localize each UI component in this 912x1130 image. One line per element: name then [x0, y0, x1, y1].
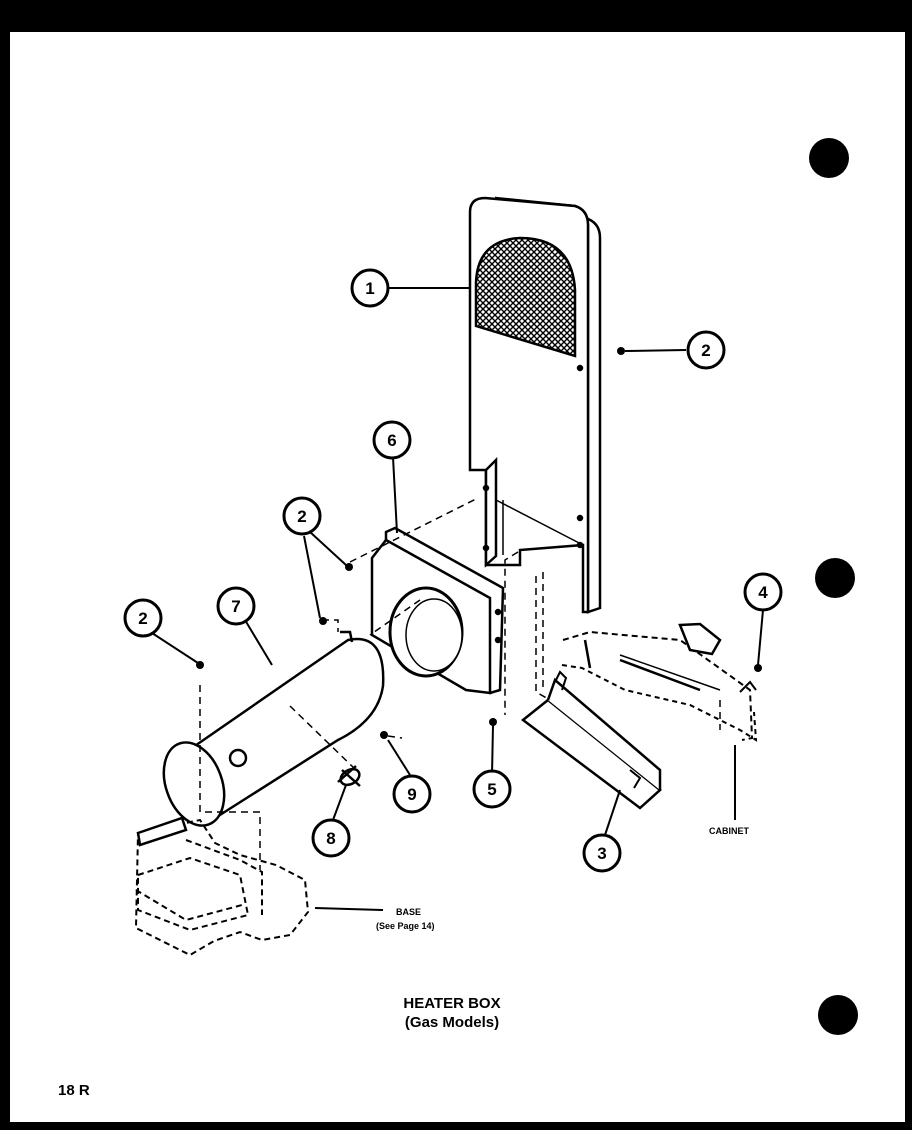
svg-text:2: 2 — [297, 507, 306, 526]
diagram-title: HEATER BOX — [403, 995, 500, 1012]
base-outline — [134, 818, 310, 957]
lower-baffle — [520, 670, 662, 810]
callout-5: 5 — [472, 769, 512, 809]
burner-housing — [370, 526, 505, 695]
svg-text:5: 5 — [487, 780, 496, 799]
callout-4: 4 — [743, 572, 783, 612]
svg-text:2: 2 — [701, 341, 710, 360]
svg-text:7: 7 — [231, 597, 240, 616]
callout-3: 3 — [582, 833, 622, 873]
svg-text:4: 4 — [758, 583, 768, 602]
svg-text:9: 9 — [407, 785, 416, 804]
cabinet-label: CABINET — [709, 826, 750, 836]
combustion-tube — [162, 630, 385, 827]
callout-2: 2 — [686, 330, 726, 370]
punch-hole-middle — [815, 558, 855, 598]
screws — [196, 347, 762, 739]
igniter-part — [337, 765, 361, 787]
base-tab — [136, 816, 188, 847]
heater-box-panel — [468, 196, 602, 614]
cabinet-outline — [561, 622, 758, 742]
diagram-subtitle: (Gas Models) — [405, 1014, 499, 1031]
svg-text:3: 3 — [597, 844, 606, 863]
svg-text:2: 2 — [138, 609, 147, 628]
base-reference-label: (See Page 14) — [376, 921, 435, 931]
leader-lines — [151, 287, 764, 911]
page-footer: 18 R — [58, 1082, 90, 1099]
callout-2: 2 — [282, 496, 322, 536]
callout-1: 1 — [350, 268, 390, 308]
punch-hole-bottom — [818, 995, 858, 1035]
callout-6: 6 — [372, 420, 412, 460]
callout-2: 2 — [123, 598, 163, 638]
svg-text:1: 1 — [365, 279, 374, 298]
callout-9: 9 — [392, 774, 432, 814]
punch-hole-top — [809, 138, 849, 178]
svg-text:8: 8 — [326, 829, 335, 848]
base-label: BASE — [396, 907, 421, 917]
assembly-lines — [199, 497, 721, 870]
callout-8: 8 — [311, 818, 351, 858]
svg-text:6: 6 — [387, 431, 396, 450]
callout-7: 7 — [216, 586, 256, 626]
